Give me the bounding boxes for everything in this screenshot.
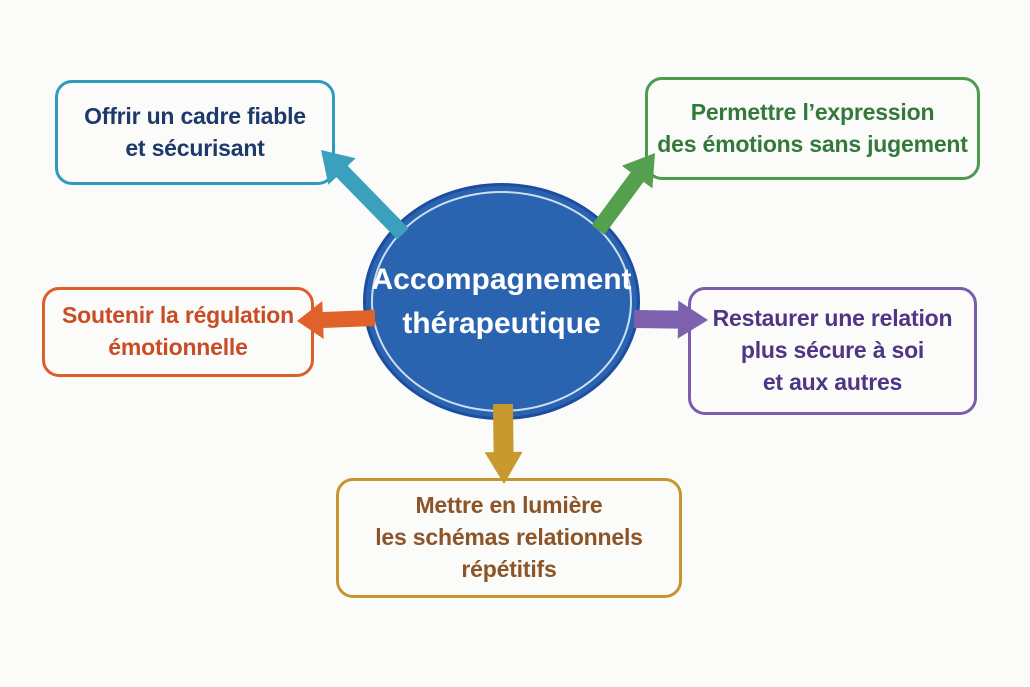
node-card-cadre-fiable: Offrir un cadre fiable et sécurisant: [55, 80, 335, 185]
node-label-line: Restaurer une relation: [712, 305, 953, 332]
center-node: Accompagnement thérapeutique: [363, 183, 640, 420]
node-card-regulation-emotionnelle: Soutenir la régulation émotionnelle: [42, 287, 314, 377]
node-card-expression-emotions: Permettre l’expression des émotions sans…: [645, 77, 980, 180]
center-node-label-line: Accompagnement: [371, 263, 632, 296]
node-card-relation-secure: Restaurer une relation plus sécure à soi…: [688, 287, 977, 415]
node-label-line: les schémas relationnels: [375, 524, 643, 551]
node-label-line: plus sécure à soi: [740, 337, 925, 364]
node-label-line: et sécurisant: [125, 134, 265, 161]
node-label-line: Soutenir la régulation: [61, 302, 294, 329]
node-card-schemas-repetitifs: Mettre en lumière les schémas relationne…: [336, 478, 682, 598]
node-label-line: Permettre l’expression: [690, 98, 935, 125]
node-label-line: et aux autres: [762, 368, 903, 395]
node-label-line: répétitifs: [461, 555, 557, 582]
node-label-line: émotionnelle: [108, 334, 248, 360]
center-node-label-line: thérapeutique: [402, 306, 601, 340]
node-label-line: Offrir un cadre fiable: [84, 102, 306, 129]
node-label-line: Mettre en lumière: [415, 492, 603, 519]
node-label-line: des émotions sans jugement: [657, 130, 968, 157]
